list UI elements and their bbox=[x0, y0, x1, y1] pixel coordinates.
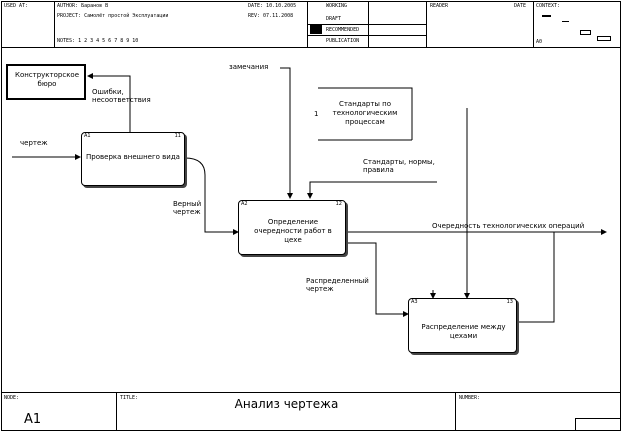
footer-top-line bbox=[1, 392, 621, 393]
recommended-label: RECOMMENDED bbox=[326, 27, 360, 33]
notes-label: NOTES: 1 2 3 4 5 6 7 8 9 10 bbox=[57, 38, 139, 44]
title-label: TITLE: bbox=[120, 395, 139, 401]
node-value: A1 bbox=[24, 412, 42, 427]
check-box-number: A1 bbox=[84, 133, 91, 139]
errors-label: Ошибки, несоответствия bbox=[92, 88, 151, 104]
std-box-label: Стандарты по технологическим процессам bbox=[332, 100, 398, 126]
standards-label: Стандарты, нормы, правила bbox=[363, 158, 435, 174]
check-box-label: Проверка внешнего вида bbox=[86, 153, 180, 161]
header-divider-1 bbox=[54, 1, 55, 47]
header-row-line-1 bbox=[307, 24, 426, 25]
footer-number-divider bbox=[575, 418, 576, 431]
header-divider-4 bbox=[426, 1, 427, 47]
footer-number-line bbox=[575, 418, 621, 419]
working-label: WORKING bbox=[326, 3, 348, 9]
date-label: DATE: 10.10.2005 bbox=[248, 3, 297, 9]
node-label: NODE: bbox=[4, 395, 20, 401]
kb-box[interactable]: Конструкторское бюро bbox=[6, 64, 86, 100]
arrow-correct-drawing bbox=[184, 157, 239, 235]
check-box-number-right: 11 bbox=[174, 133, 181, 139]
rev-label: REV: 07.11.2008 bbox=[248, 13, 294, 19]
order-box-number-right: 12 bbox=[335, 201, 342, 207]
distribute-box[interactable]: A3 13 Распределение между цехами bbox=[408, 298, 517, 353]
context-node-label: A0 bbox=[536, 39, 543, 45]
distributed-label: Распределенный чертеж bbox=[306, 277, 369, 293]
order-box-number: A2 bbox=[241, 201, 248, 207]
distribute-box-label: Распределение между цехами bbox=[421, 323, 506, 340]
draft-label: DRAFT bbox=[326, 16, 342, 22]
arrow-errors bbox=[87, 73, 131, 132]
author-label: AUTHOR: Баранов В bbox=[57, 3, 109, 9]
distribute-box-number: A3 bbox=[411, 299, 418, 305]
reader-label: READER bbox=[430, 3, 449, 9]
check-box[interactable]: A1 11 Проверка внешнего вида bbox=[81, 132, 185, 186]
used-at-label: USED AT: bbox=[4, 3, 29, 9]
context-mini-box-2 bbox=[562, 21, 569, 22]
diagram-title: Анализ чертежа bbox=[234, 397, 339, 411]
remarks-label: замечания bbox=[229, 63, 269, 71]
distribute-box-number-right: 13 bbox=[506, 299, 513, 305]
kb-label: Конструкторское бюро bbox=[14, 71, 80, 88]
context-mini-box-4 bbox=[597, 36, 611, 41]
order-box[interactable]: A2 12 Определение очередности работ в це… bbox=[238, 200, 346, 255]
arrow-remarks bbox=[280, 67, 293, 199]
arrow-distribute-output bbox=[517, 232, 555, 323]
std-box-number: 1 bbox=[314, 110, 319, 118]
sequence-label: Очередность технологических операций bbox=[432, 222, 585, 230]
context-label: CONTEXT: bbox=[536, 3, 561, 9]
header-divider-5 bbox=[533, 1, 534, 47]
header-bottom-line bbox=[1, 47, 621, 48]
context-mini-box-1 bbox=[542, 15, 551, 17]
status-marker bbox=[310, 25, 322, 34]
header-row-line-2 bbox=[307, 35, 426, 36]
number-label: NUMBER: bbox=[459, 395, 481, 401]
context-mini-box-3 bbox=[580, 30, 591, 35]
drawing-in-label: чертеж bbox=[20, 139, 48, 147]
std-box-lines bbox=[318, 87, 413, 141]
reader-date-label: DATE bbox=[514, 3, 527, 9]
footer-divider-1 bbox=[116, 392, 117, 431]
correct-drawing-label: Верный чертеж bbox=[173, 200, 202, 216]
publication-label: PUBLICATION bbox=[326, 38, 360, 44]
footer-divider-2 bbox=[455, 392, 456, 431]
arrow-distributed bbox=[346, 242, 409, 317]
arrow-standards bbox=[307, 181, 437, 199]
order-box-label: Определение очередности работ в цехе bbox=[254, 218, 332, 244]
project-label: PROJECT: Самолёт простой Эксплуатации bbox=[57, 13, 169, 19]
